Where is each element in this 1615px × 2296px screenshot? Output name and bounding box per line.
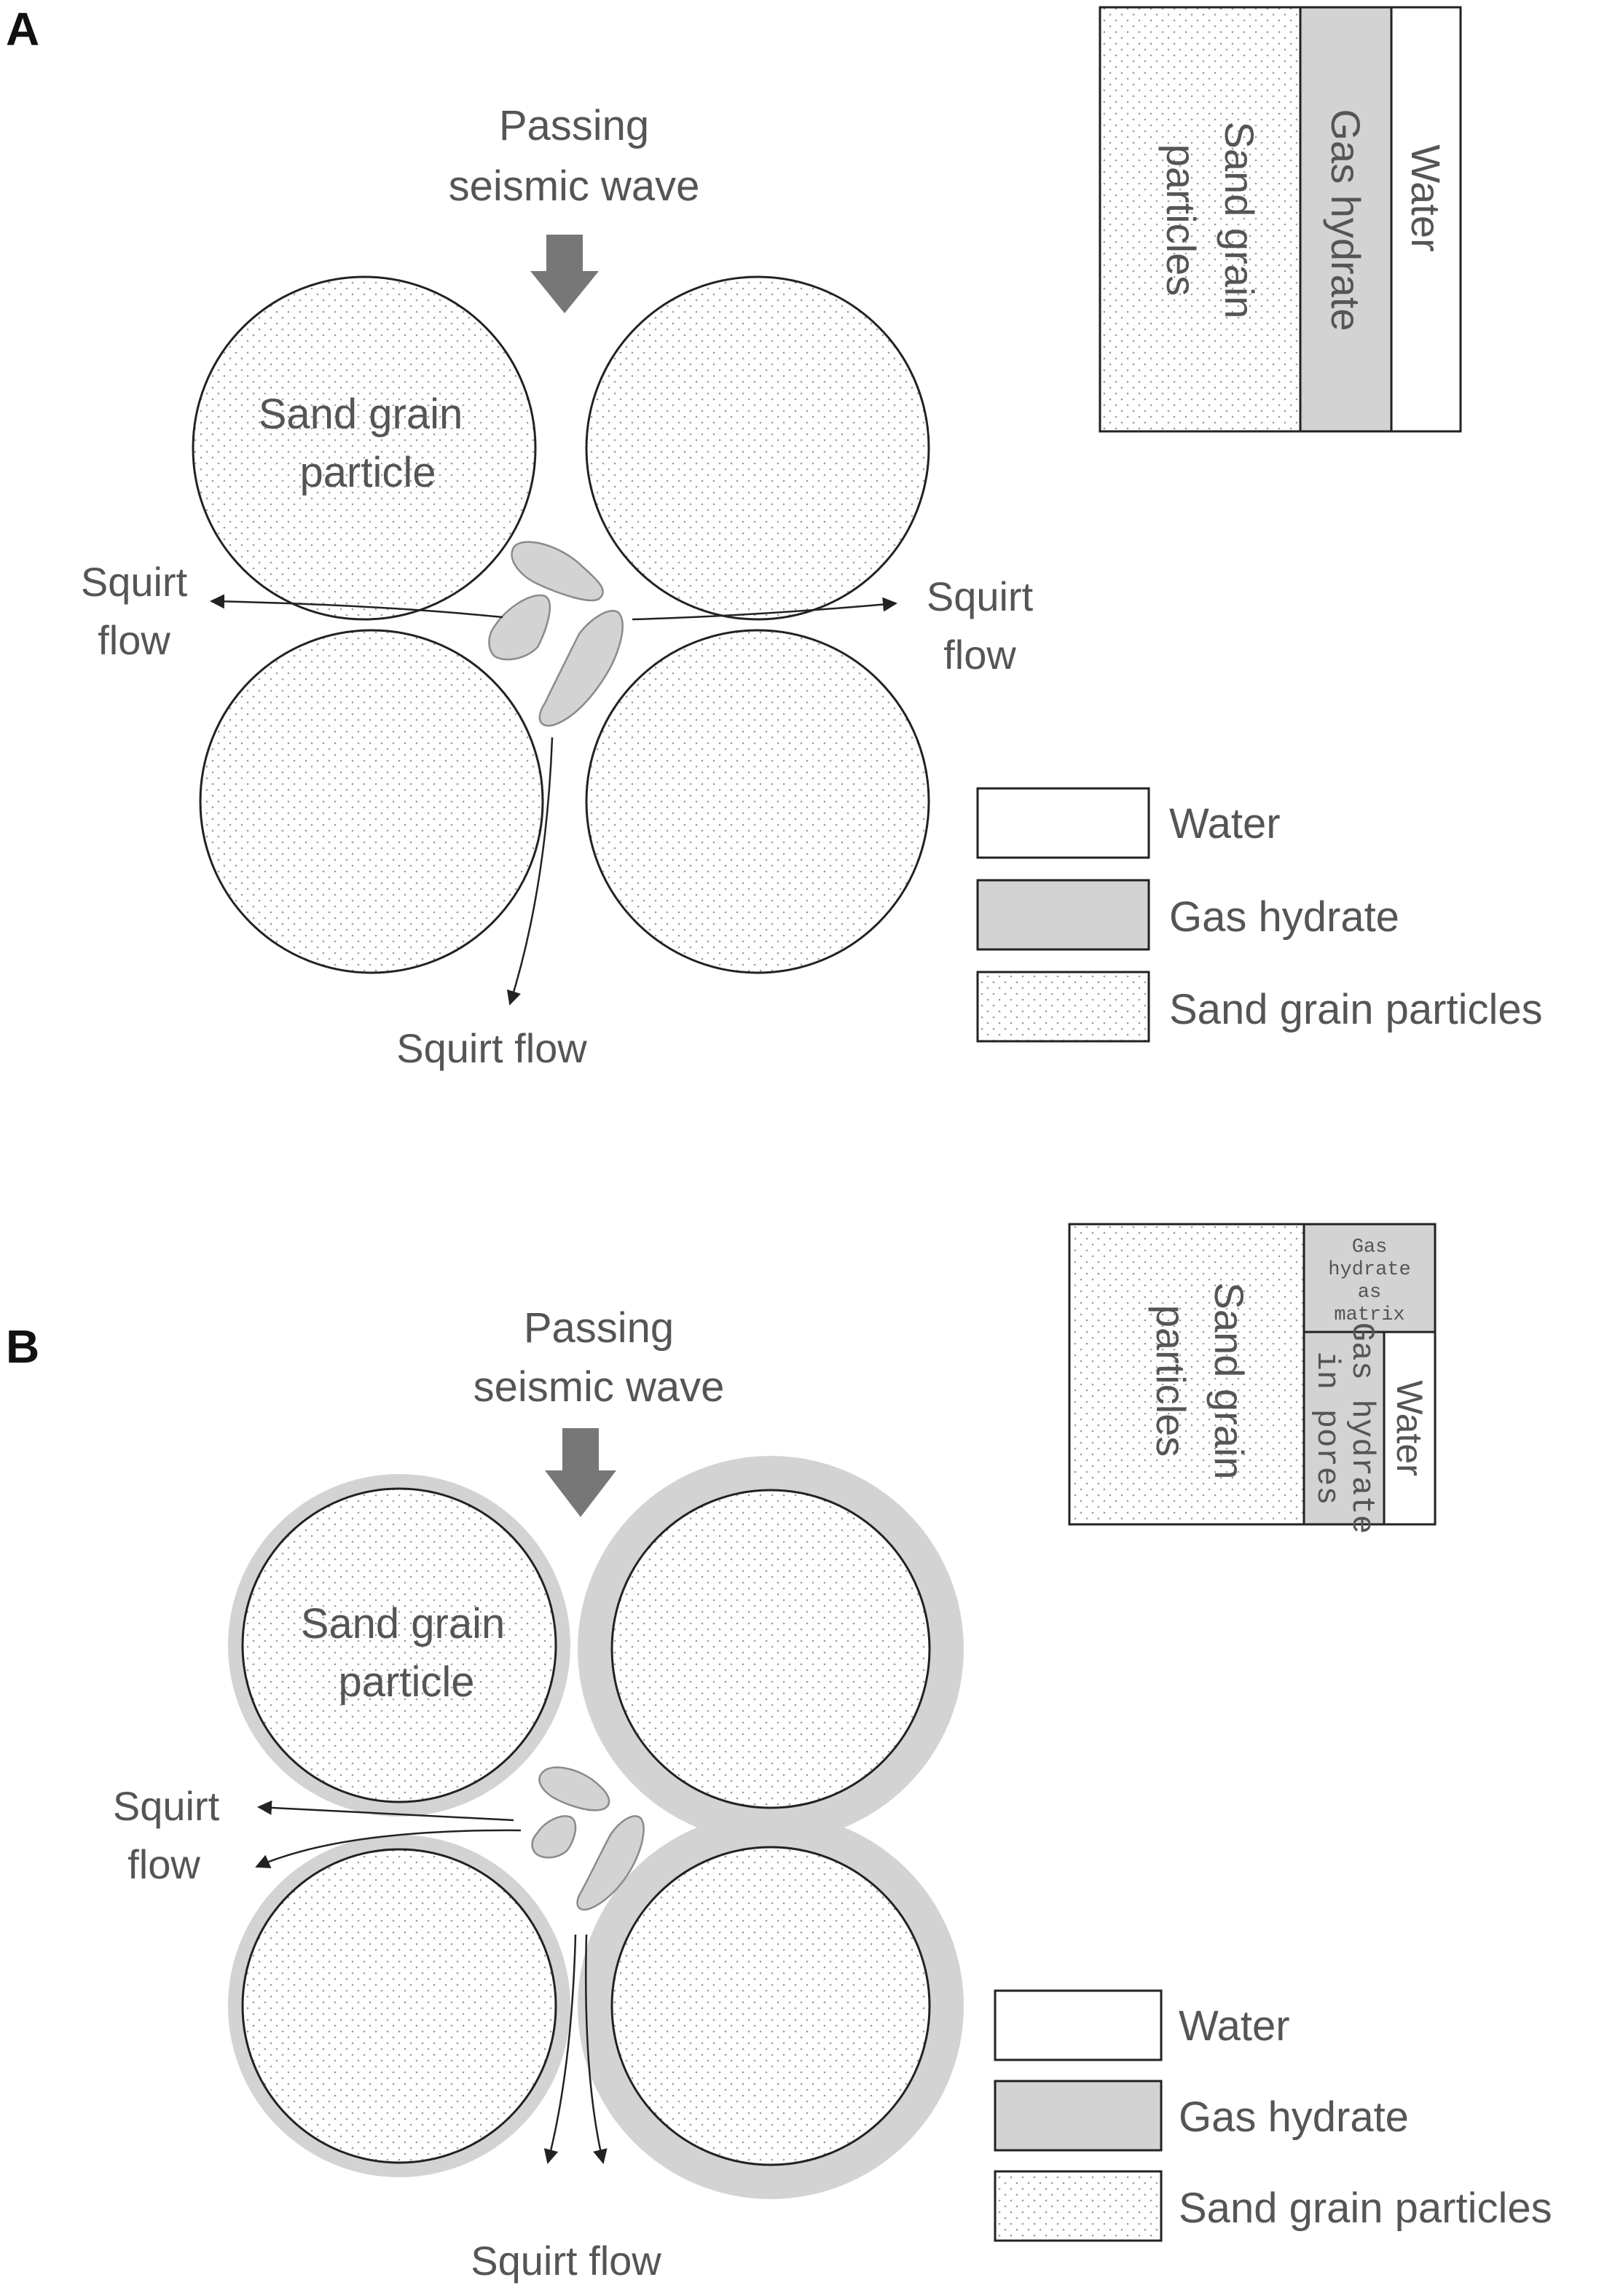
panel-a-legend-water-swatch bbox=[976, 787, 1150, 859]
panel-a-sand-grain-bottom-left bbox=[199, 629, 544, 974]
panel-a-wave-label-line2: seismic wave bbox=[449, 162, 700, 210]
panel-a-squirt-right-line2: flow bbox=[943, 632, 1016, 678]
panel-b-squirt-flow-left-upper-arrow-icon bbox=[257, 1800, 514, 1822]
panel-b-grain-label-line1: Sand grain bbox=[301, 1600, 506, 1647]
panel-b-column-matrix-line2: hydrate bbox=[1328, 1259, 1410, 1281]
panel-b-sand-grain-top-right bbox=[610, 1489, 931, 1809]
panel-b-hydrate-blob-2 bbox=[531, 1815, 577, 1859]
panel-a-hydrate-blob-1 bbox=[511, 541, 604, 602]
panel-a-squirt-right-line1: Squirt bbox=[927, 573, 1034, 619]
panel-a-column-hydrate-label: Gas hydrate bbox=[1323, 109, 1369, 331]
panel-b-squirt-left-line1: Squirt bbox=[113, 1783, 220, 1829]
panel-a-grain-label-line1: Sand grain bbox=[259, 391, 463, 438]
panel-a-squirt-bottom-label: Squirt flow bbox=[396, 1025, 587, 1071]
panel-b-squirt-flow-bottom-left-arrow-icon bbox=[543, 1934, 577, 2164]
panel-b-letter: B bbox=[6, 1320, 39, 1373]
panel-b-column-sand-line2: particles bbox=[1148, 1305, 1194, 1457]
panel-b-hydrate-blob-3 bbox=[576, 1815, 645, 1911]
panel-a-legend-sand-swatch bbox=[976, 971, 1150, 1043]
panel-b-squirt-bottom-label: Squirt flow bbox=[471, 2238, 661, 2284]
panel-b-column-water-label: Water bbox=[1389, 1380, 1430, 1476]
panel-b-squirt-flow-bottom-right-arrow-icon bbox=[585, 1934, 608, 2164]
panel-b-column-sand bbox=[1068, 1223, 1305, 1526]
panel-a-column-sand-line1: Sand grain bbox=[1217, 122, 1262, 319]
panel-b-column-pores-line2: in pores bbox=[1308, 1351, 1345, 1505]
panel-b-legend-water-swatch bbox=[994, 1989, 1163, 2061]
panel-b-legend-hydrate-swatch bbox=[994, 2080, 1163, 2152]
panel-a-sand-grain-top-right bbox=[585, 275, 930, 621]
panel-a-seismic-wave-arrow-icon bbox=[530, 235, 599, 313]
panel-a-column-hydrate bbox=[1299, 6, 1393, 433]
panel-a-squirt-flow-right-arrow-icon bbox=[632, 597, 897, 621]
panel-b-column-matrix-line4: matrix bbox=[1334, 1304, 1404, 1326]
panel-b-column-matrix-line3: as bbox=[1358, 1282, 1381, 1304]
panel-a-legend-water-label: Water bbox=[1169, 800, 1281, 847]
panel-a-letter: A bbox=[6, 3, 39, 55]
panel-a-column-sand bbox=[1099, 6, 1302, 433]
panel-a-hydrate-blob-2 bbox=[488, 594, 551, 661]
panel-b-legend-hydrate-label: Gas hydrate bbox=[1179, 2093, 1409, 2141]
panel-a-squirt-flow-bottom-arrow-icon bbox=[506, 737, 554, 1006]
panel-a-sand-grain-bottom-right bbox=[585, 629, 930, 974]
panel-b-column-hydrate-pores bbox=[1302, 1331, 1386, 1526]
panel-b-composition-column: Sand grain particles Gas hydrate as matr… bbox=[1068, 1223, 1437, 1534]
panel-a: A Passing seismic wave Sand grain partic… bbox=[6, 3, 1543, 1071]
panel-b-legend-sand-swatch bbox=[994, 2170, 1163, 2242]
panel-a-wave-label-line1: Passing bbox=[499, 102, 649, 149]
panel-b-squirt-flow-left-lower-arrow-icon bbox=[255, 1829, 522, 1868]
panel-a-squirt-left-line2: flow bbox=[98, 617, 170, 663]
panel-a-composition-column: Sand grain particles Gas hydrate Water bbox=[1099, 6, 1462, 433]
panel-a-legend-hydrate-label: Gas hydrate bbox=[1169, 893, 1399, 941]
panel-b-column-hydrate-matrix bbox=[1302, 1223, 1437, 1333]
panel-a-squirt-flow-left-arrow-icon bbox=[210, 594, 503, 619]
panel-a-legend: Water Gas hydrate Sand grain particles bbox=[976, 787, 1543, 1043]
panel-a-sand-grain-top-left bbox=[192, 275, 537, 621]
panel-a-legend-sand-label: Sand grain particles bbox=[1169, 986, 1543, 1033]
panel-b-seismic-wave-arrow-icon bbox=[545, 1428, 616, 1517]
panel-a-grain-label-line2: particle bbox=[300, 449, 436, 496]
panel-b: B Passing seismic wave Sand grain partic… bbox=[6, 1223, 1552, 2284]
panel-b-legend-water-label: Water bbox=[1179, 2002, 1290, 2050]
panel-b-sand-grain-top-left bbox=[241, 1487, 557, 1803]
panel-a-column-sand-line2: particles bbox=[1158, 144, 1204, 297]
panel-a-hydrate-blob-3 bbox=[538, 610, 624, 727]
panel-a-legend-hydrate-swatch bbox=[976, 879, 1150, 951]
panel-a-column-water-label: Water bbox=[1403, 144, 1449, 251]
panel-b-column-sand-line1: Sand grain bbox=[1206, 1282, 1252, 1480]
panel-a-squirt-left-line1: Squirt bbox=[81, 559, 188, 605]
panel-b-column-water bbox=[1383, 1331, 1437, 1526]
panel-b-column-matrix-line1: Gas bbox=[1352, 1237, 1388, 1258]
panel-b-squirt-left-line2: flow bbox=[127, 1841, 200, 1887]
panel-a-column-water bbox=[1390, 6, 1462, 433]
panel-b-sand-grain-bottom-left bbox=[241, 1848, 557, 2164]
panel-b-legend-sand-label: Sand grain particles bbox=[1179, 2185, 1552, 2232]
panel-b-column-pores-line1: Gas hydrate bbox=[1343, 1323, 1380, 1534]
panel-b-grain-label-line2: particle bbox=[339, 1658, 475, 1706]
panel-b-wave-label-line2: seismic wave bbox=[474, 1363, 725, 1411]
panel-b-hydrate-blob-1 bbox=[538, 1766, 610, 1811]
panel-b-legend: Water Gas hydrate Sand grain particles bbox=[994, 1989, 1552, 2242]
panel-b-sand-grain-bottom-right bbox=[610, 1846, 931, 2166]
panel-b-wave-label-line1: Passing bbox=[524, 1304, 674, 1352]
